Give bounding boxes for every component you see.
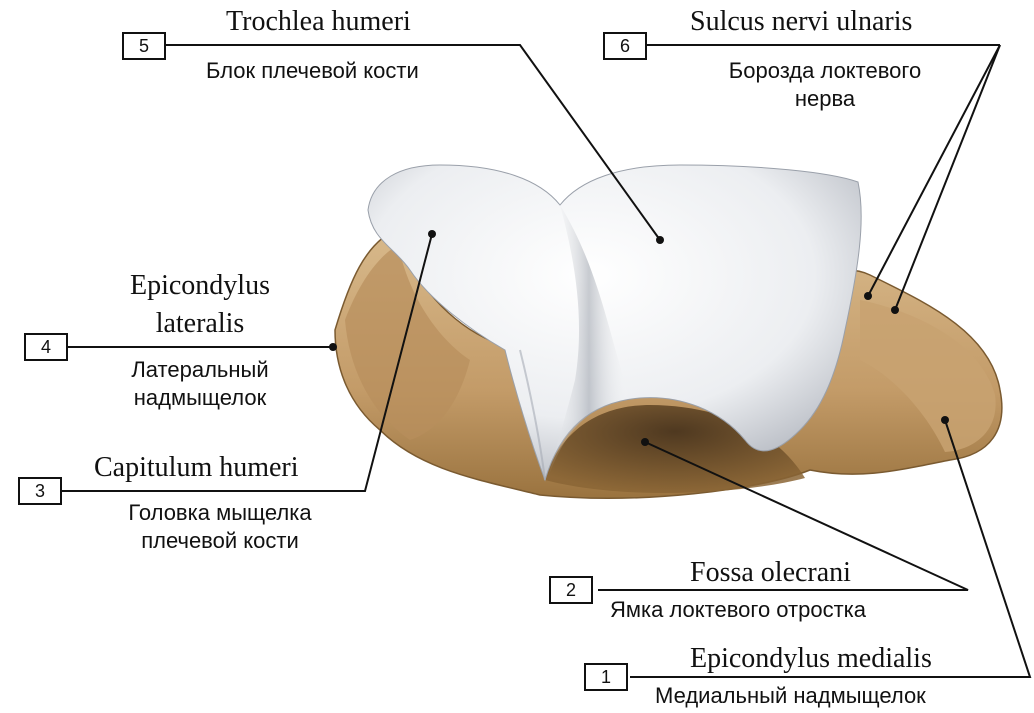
label-3-number: 3 [18, 477, 62, 505]
label-5-russian: Блок плечевой кости [206, 57, 419, 85]
label-1-number: 1 [584, 663, 628, 691]
label-2-number: 2 [549, 576, 593, 604]
label-4-latin-line2: lateralis [80, 308, 320, 340]
label-1-russian: Медиальный надмыщелок [655, 682, 926, 710]
label-4-latin-line1: Epicondylus [80, 270, 320, 302]
label-3-russian-line2: плечевой кости [70, 527, 370, 555]
label-4-russian-line1: Латеральный [80, 356, 320, 384]
label-2-latin: Fossa olecrani [690, 557, 851, 589]
label-1-latin: Epicondylus medialis [690, 643, 932, 675]
label-3-latin: Capitulum humeri [94, 452, 299, 484]
label-6-russian-line1: Борозда локтевого [680, 57, 970, 85]
label-6-latin: Sulcus nervi ulnaris [690, 6, 912, 38]
label-3-russian-line1: Головка мыщелка [70, 499, 370, 527]
label-4-number: 4 [24, 333, 68, 361]
label-5-latin: Trochlea humeri [226, 6, 411, 38]
label-2-russian: Ямка локтевого отростка [610, 596, 866, 624]
label-4-russian-line2: надмыщелок [80, 384, 320, 412]
label-6-number: 6 [603, 32, 647, 60]
label-6-russian-line2: нерва [680, 85, 970, 113]
label-5-number: 5 [122, 32, 166, 60]
